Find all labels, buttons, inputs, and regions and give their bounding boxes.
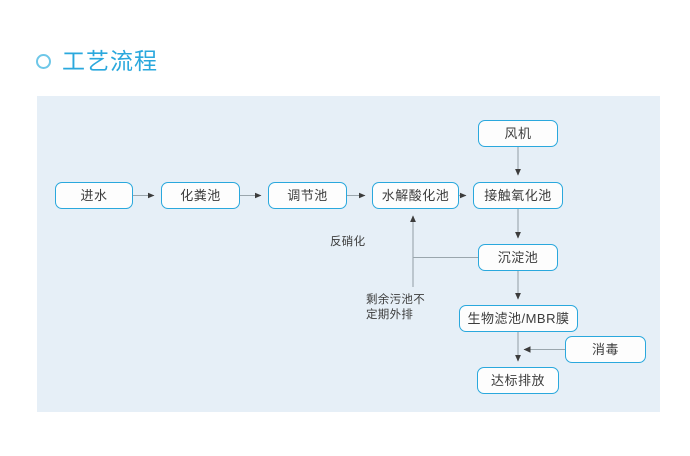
page-title-text: 工艺流程 [62, 48, 158, 74]
node-settling-tank[interactable]: 沉淀池 [478, 244, 558, 271]
node-contact-oxidation-tank[interactable]: 接触氧化池 [473, 182, 563, 209]
node-standard-discharge[interactable]: 达标排放 [477, 367, 559, 394]
node-disinfection[interactable]: 消毒 [565, 336, 646, 363]
node-inflow[interactable]: 进水 [55, 182, 133, 209]
diagram-panel [37, 96, 660, 412]
node-biofilter-mbr[interactable]: 生物滤池/MBR膜 [459, 305, 578, 332]
node-blower[interactable]: 风机 [478, 120, 558, 147]
ring-circle-icon [36, 53, 51, 69]
page-title: 工艺流程 [36, 48, 158, 74]
node-regulating-tank[interactable]: 调节池 [268, 182, 347, 209]
node-septic-tank[interactable]: 化粪池 [161, 182, 240, 209]
edge-label-denitrification: 反硝化 [330, 236, 366, 248]
edge-label-sludge-note: 剩余污池不 定期外排 [366, 294, 425, 321]
node-hydrolysis-acidification-tank[interactable]: 水解酸化池 [372, 182, 459, 209]
